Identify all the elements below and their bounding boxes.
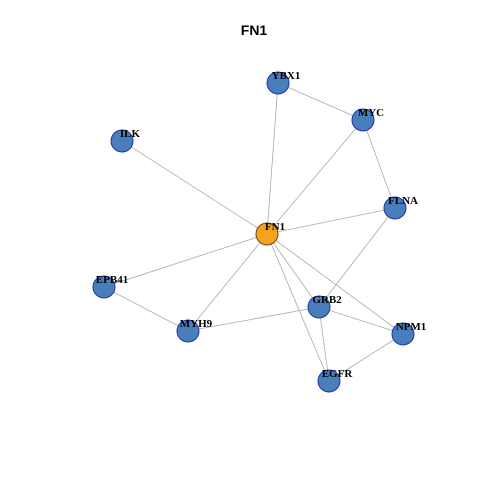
edge-flna-grb2 — [318, 207, 396, 308]
edge-ybx1-myc — [277, 82, 364, 121]
node-myc — [351, 108, 375, 132]
node-ilk — [110, 129, 134, 153]
node-flna — [383, 196, 407, 220]
edge-fn1-myc — [266, 119, 364, 235]
node-npm1 — [391, 322, 415, 346]
edge-fn1-ybx1 — [266, 82, 279, 235]
node-myh9 — [176, 319, 200, 343]
edge-fn1-myh9 — [187, 233, 268, 332]
edge-myc-flna — [362, 119, 396, 209]
node-label-flna: FLNA — [388, 195, 418, 207]
node-label-myc: MYC — [358, 107, 384, 119]
edge-fn1-flna — [266, 207, 396, 235]
edge-fn1-grb2 — [266, 233, 320, 308]
edge-fn1-egfr — [266, 233, 330, 382]
node-epb41 — [92, 275, 116, 299]
node-grb2 — [307, 295, 331, 319]
edge-fn1-ilk — [121, 140, 268, 235]
node-egfr — [317, 369, 341, 393]
edge-grb2-egfr — [318, 306, 330, 382]
diagram-title: FN1 — [241, 22, 268, 38]
edge-myh9-grb2 — [187, 306, 320, 332]
node-label-ilk: ILK — [120, 128, 141, 140]
edge-fn1-npm1 — [266, 233, 404, 335]
node-label-fn1: FN1 — [265, 221, 285, 233]
edge-grb2-npm1 — [318, 306, 404, 335]
node-label-epb41: EPB41 — [96, 274, 128, 286]
node-ybx1 — [266, 71, 290, 95]
edge-layer — [103, 82, 404, 382]
node-label-egfr: EGFR — [322, 368, 354, 380]
edge-fn1-epb41 — [103, 233, 268, 288]
edge-epb41-myh9 — [103, 286, 189, 332]
edge-npm1-egfr — [328, 333, 404, 382]
node-label-grb2: GRB2 — [312, 294, 342, 306]
node-layer — [92, 71, 415, 393]
node-label-npm1: NPM1 — [396, 321, 427, 333]
node-label-myh9: MYH9 — [180, 318, 213, 330]
node-fn1 — [255, 222, 279, 246]
node-label-ybx1: YBX1 — [272, 70, 301, 82]
